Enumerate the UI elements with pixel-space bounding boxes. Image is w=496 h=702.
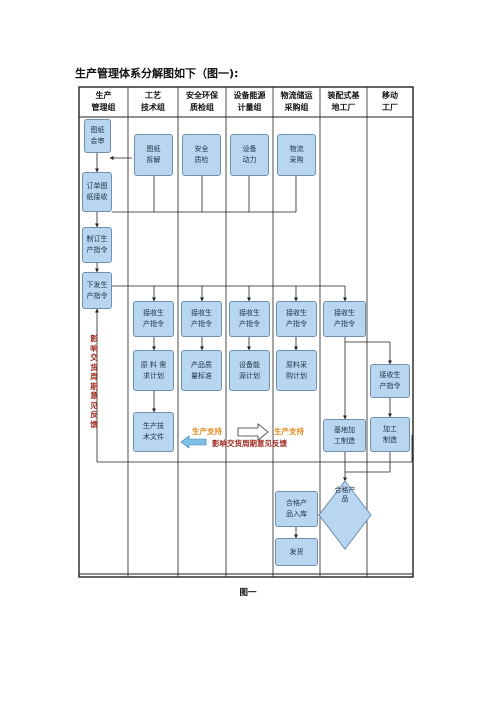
box-receive-safety: 接收生产指令 bbox=[181, 301, 222, 337]
header-prefab-base: 装配式基地工厂 bbox=[327, 91, 360, 112]
figure-caption: 图一 bbox=[239, 588, 257, 598]
box-energy-plan: 设备能源计划 bbox=[229, 350, 270, 391]
box-drawing-review: 图纸会审 bbox=[84, 119, 111, 153]
box-material-plan: 原 料 需求计划 bbox=[133, 350, 174, 391]
box-receive-base: 接收生产指令 bbox=[323, 301, 366, 337]
header-mobile-factory: 移动工厂 bbox=[382, 91, 398, 112]
header-process-tech: 工艺技术组 bbox=[141, 91, 165, 112]
header-logistics-purchase: 物流储运采购组 bbox=[280, 91, 313, 112]
box-drawing-split: 图纸拆解 bbox=[134, 134, 173, 176]
box-receive-equipment: 接收生产指令 bbox=[229, 301, 270, 337]
box-order-receive: 订单图纸接收 bbox=[82, 172, 112, 212]
support-arrow-icon bbox=[237, 423, 269, 441]
box-base-manufacture: 基地加工制造 bbox=[323, 419, 366, 452]
qualified-product-label: 合格产品 bbox=[334, 486, 356, 503]
support-label-2: 生产支持 bbox=[274, 427, 304, 436]
qualified-diamond bbox=[318, 480, 372, 550]
box-mobile-manufacture: 加工制造 bbox=[370, 417, 410, 452]
box-tech-docs: 生产技术文件 bbox=[133, 412, 174, 452]
box-issue-order: 下发生产指令 bbox=[82, 272, 112, 309]
box-make-order: 制订生产指令 bbox=[82, 227, 112, 263]
box-receive-logistics: 接收生产指令 bbox=[276, 301, 317, 337]
page-title: 生产管理体系分解图如下（图一): bbox=[75, 67, 239, 80]
box-logistics-purchase: 物流采购 bbox=[277, 134, 316, 176]
box-receive-tech: 接收生产指令 bbox=[133, 301, 174, 337]
box-quality-standard: 产品质量标准 bbox=[181, 350, 222, 391]
header-production-management: 生产管理组 bbox=[91, 91, 116, 112]
box-equipment-power: 设备动力 bbox=[230, 134, 269, 176]
box-receive-mobile: 接收生产指令 bbox=[370, 364, 410, 398]
support-label-1: 生产支持 bbox=[192, 427, 222, 436]
feedback-vertical-label: 影响交货周期意见反馈 bbox=[90, 334, 98, 429]
box-purchase-plan: 原料采购计划 bbox=[276, 350, 317, 391]
box-stock-in: 合格产品入库 bbox=[275, 491, 318, 527]
feedback-label: 影响交货周期意见反馈 bbox=[212, 439, 287, 448]
header-equipment-energy: 设备能源计量组 bbox=[233, 91, 266, 112]
box-ship: 发货 bbox=[275, 538, 318, 566]
feedback-arrow-icon bbox=[180, 435, 207, 449]
box-safety-qc: 安全质检 bbox=[182, 134, 221, 176]
swimlane-frame bbox=[78, 86, 414, 578]
header-safety-qc: 安全环保质检组 bbox=[186, 91, 218, 112]
